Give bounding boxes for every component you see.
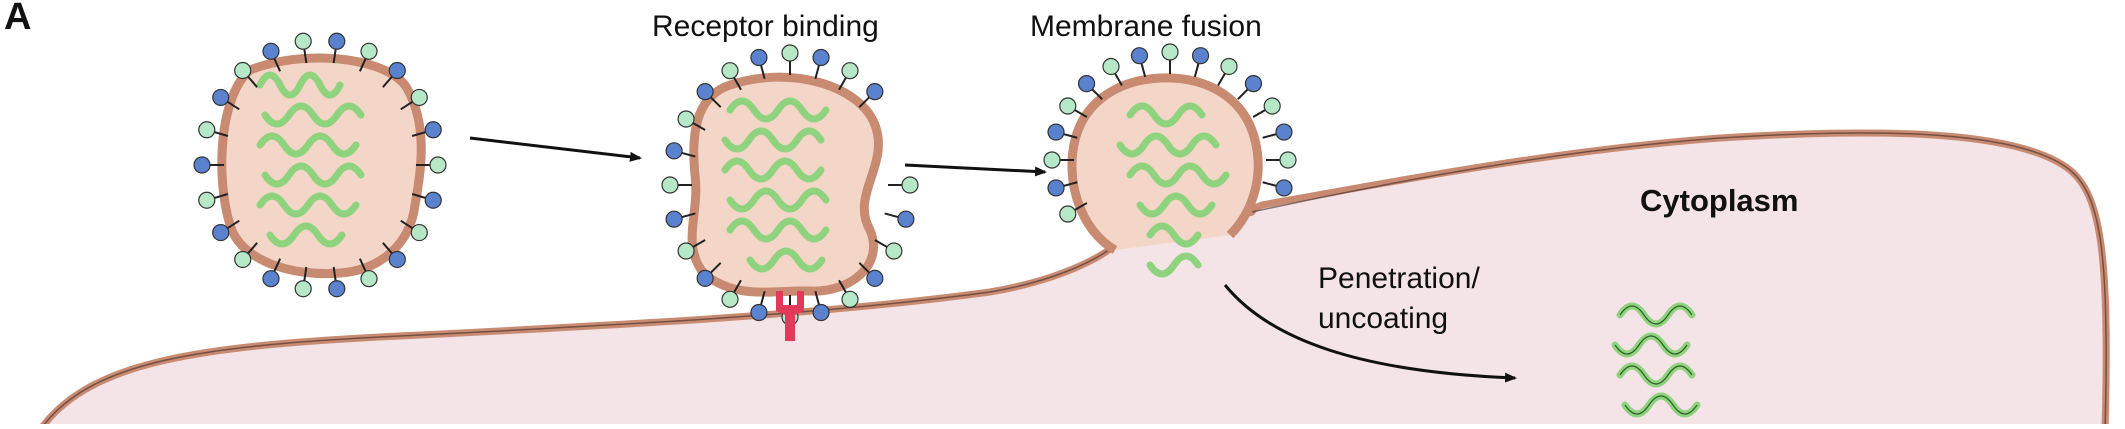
hemagglutinin-spike <box>696 269 714 287</box>
neuraminidase-spike <box>1059 97 1077 115</box>
arrow-to-fusion <box>904 163 1047 177</box>
hemagglutinin-spike <box>193 156 211 174</box>
hemagglutinin-spike <box>262 270 280 288</box>
genome-coil <box>256 71 365 248</box>
neuraminidase-spike <box>410 223 428 242</box>
hemagglutinin-spike <box>1275 179 1293 197</box>
hemagglutinin-spike <box>665 142 683 160</box>
panel-label: A <box>4 0 32 38</box>
hemagglutinin-spike <box>328 32 346 50</box>
neuraminidase-spike <box>661 176 679 194</box>
neuraminidase-spike <box>1161 43 1179 61</box>
neuraminidase-spike <box>410 88 428 107</box>
hemagglutinin-spike <box>665 210 683 228</box>
free-virion <box>193 32 447 298</box>
neuraminidase-spike <box>198 191 216 209</box>
hemagglutinin-spike <box>1244 75 1263 93</box>
step-label-membrane-fusion: Membrane fusion <box>1030 10 1262 43</box>
arrow-to-cytoplasm <box>1223 284 1517 383</box>
neuraminidase-spike <box>1279 151 1297 169</box>
neuraminidase-spike <box>234 250 252 269</box>
hemagglutinin-spike <box>866 269 884 287</box>
neuraminidase-spike <box>429 156 447 174</box>
neuraminidase-spike <box>841 290 859 308</box>
fusing-virion <box>1043 43 1297 278</box>
neuraminidase-spike <box>901 176 919 194</box>
neuraminidase-spike <box>294 32 312 50</box>
hemagglutinin-spike <box>1047 179 1065 197</box>
hemagglutinin-spike <box>1191 47 1210 65</box>
hemagglutinin-spike <box>1077 75 1096 93</box>
hemagglutinin-spike <box>212 88 230 107</box>
neuraminidase-spike <box>1102 57 1120 76</box>
neuraminidase-spike <box>721 290 739 308</box>
cell-receptor <box>776 291 804 341</box>
neuraminidase-spike <box>677 110 695 128</box>
neuraminidase-spike <box>841 62 859 80</box>
hemagglutinin-spike <box>750 303 768 322</box>
hemagglutinin-spike <box>388 250 406 269</box>
neuraminidase-spike <box>885 242 903 260</box>
neuraminidase-spike <box>1220 57 1238 76</box>
step-label-uncoating: uncoating <box>1318 302 1449 335</box>
envelope-spikes <box>661 44 919 326</box>
hemagglutinin-spike <box>424 121 442 139</box>
genome-coil <box>721 97 830 273</box>
neuraminidase-spike <box>677 242 695 260</box>
neuraminidase-spike <box>1043 151 1061 169</box>
neuraminidase-spike <box>781 44 799 62</box>
neuraminidase-spike <box>198 121 216 139</box>
neuraminidase-spike <box>721 62 739 80</box>
hemagglutinin-spike <box>866 83 884 101</box>
hemagglutinin-spike <box>1275 123 1293 141</box>
hemagglutinin-spike <box>262 42 280 60</box>
hemagglutinin-spike <box>1047 123 1065 141</box>
step-label-receptor-binding: Receptor binding <box>652 10 879 43</box>
bound-virion <box>661 44 919 341</box>
envelope-spikes <box>193 32 447 298</box>
neuraminidase-spike <box>234 61 252 80</box>
cytoplasm-label: Cytoplasm <box>1640 183 1799 218</box>
neuraminidase-spike <box>1059 205 1077 223</box>
neuraminidase-spike <box>360 270 378 288</box>
neuraminidase-spike <box>360 42 378 60</box>
hemagglutinin-spike <box>812 303 830 322</box>
hemagglutinin-spike <box>696 83 714 101</box>
released-nucleocapsid <box>1611 302 1701 418</box>
hemagglutinin-spike <box>328 280 346 298</box>
virion-envelope <box>687 72 883 297</box>
hemagglutinin-spike <box>424 191 442 209</box>
envelope-spikes <box>1043 43 1297 223</box>
hemagglutinin-spike <box>812 48 830 67</box>
neuraminidase-spike <box>1263 97 1281 115</box>
neuraminidase-spike <box>294 280 312 298</box>
hemagglutinin-spike <box>388 61 406 80</box>
step-label-penetration: Penetration/ <box>1318 262 1480 295</box>
genome-coil <box>1116 102 1230 278</box>
hemagglutinin-spike <box>750 48 768 67</box>
arrow-to-binding <box>469 136 642 162</box>
hemagglutinin-spike <box>212 223 230 242</box>
hemagglutinin-spike <box>1130 47 1149 65</box>
hemagglutinin-spike <box>897 210 915 228</box>
